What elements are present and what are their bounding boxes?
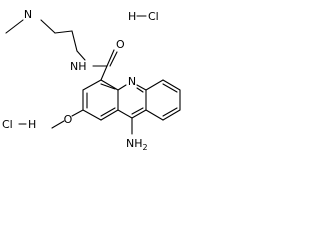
amino-group-label: NH2 — [126, 137, 148, 152]
right-ring-bonds — [145, 79, 181, 121]
dimethylamine-nitrogen-label: N — [24, 8, 32, 21]
methoxy-oxygen-label: O — [64, 113, 73, 126]
hcl-left-cl: Cl — [2, 118, 13, 131]
hydrochloride-left: Cl H — [2, 118, 36, 131]
amino-hydrogen: H — [134, 137, 142, 150]
amide-oxygen-label: O — [116, 38, 125, 51]
amino-nitrogen: N — [126, 137, 134, 150]
hcl-right-cl: Cl — [148, 10, 159, 23]
side-chain-bonds — [5, 19, 86, 61]
hcl-right-h: H — [128, 10, 136, 23]
hcl-left-h: H — [28, 118, 36, 131]
left-ring-bonds — [82, 79, 119, 121]
amide-bonds — [92, 49, 118, 81]
ring-nitrogen-label: N — [128, 75, 136, 88]
hydrochloride-right: H Cl — [128, 10, 159, 23]
amino-hydrogen-count: 2 — [143, 143, 148, 152]
chemical-structure-diagram: N NH O H Cl O N — [2, 8, 181, 152]
central-ring-bonds — [117, 84, 147, 119]
amide-nh-label: NH — [70, 60, 87, 73]
